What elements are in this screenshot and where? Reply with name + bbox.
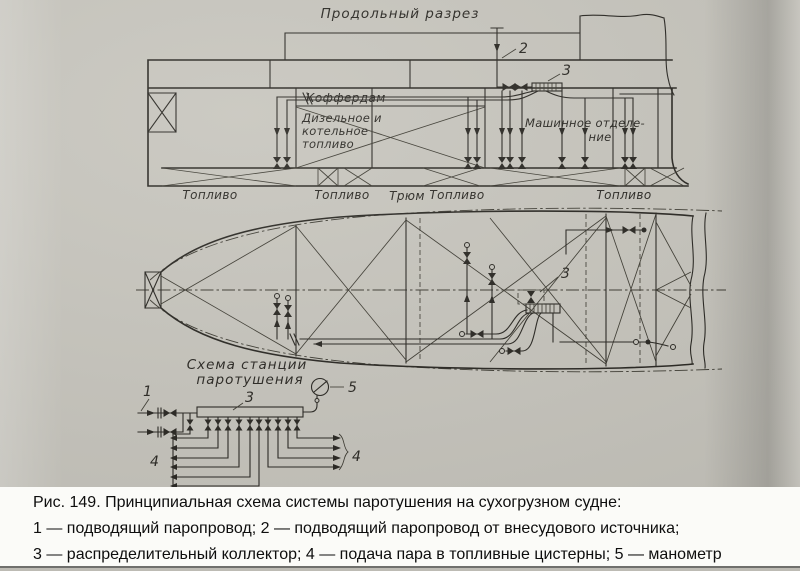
- supply-pipe-2: [490, 27, 533, 88]
- valve-icon: [284, 305, 292, 317]
- page-bottom-edge: [0, 568, 800, 571]
- hold-label: Трюм: [389, 189, 425, 203]
- distribution-manifold-section: [531, 82, 563, 92]
- manifold-plan-hatch: [529, 304, 555, 313]
- station-title: паротушения: [196, 372, 303, 388]
- figure-drawing: Продольный разрез 2 3 Коффердам Дизельно…: [136, 6, 726, 487]
- valve-icon: [507, 347, 521, 355]
- right-group-brace: [338, 433, 349, 471]
- valve-icon: [514, 83, 528, 91]
- plan-bulkheads-dashed: [419, 214, 641, 366]
- cofferdam-label: Коффердам: [306, 91, 386, 105]
- flange-circle: [489, 264, 495, 270]
- valve-icon: [488, 273, 496, 285]
- tank-supply-arrows: [170, 435, 341, 487]
- station-callout-4-right: 4: [352, 449, 361, 465]
- station-schema: Схема станции паротушения 5 1 3 4 4: [137, 357, 361, 487]
- fuel-tank-label: Топливо: [429, 188, 484, 202]
- inlet-flow-arrows: [147, 410, 155, 435]
- valve-icon: [470, 330, 484, 338]
- diesel-tank-label: Дизельное и: [301, 111, 382, 125]
- flange-circle: [670, 344, 676, 350]
- flange-circle: [285, 295, 291, 301]
- station-callout-3: 3: [245, 390, 254, 406]
- outlet-pipes: [172, 412, 334, 487]
- manifold-hatch: [535, 83, 557, 91]
- valve-icon: [463, 252, 471, 264]
- diesel-tank-label: котельное: [302, 124, 368, 138]
- station-callout-4-left: 4: [150, 454, 159, 470]
- plan-callout-3: 3: [561, 266, 570, 282]
- callout-3-leader: [547, 73, 561, 82]
- superstructure: [269, 13, 675, 96]
- fuel-tank-label: Топливо: [182, 188, 237, 202]
- gauge-flange: [314, 398, 320, 403]
- stern-transom: [144, 271, 162, 309]
- plan-bulkheads: [295, 212, 657, 367]
- engine-room-label: ние: [589, 130, 612, 144]
- pressure-gauge-icon: [310, 377, 330, 397]
- flange-circle: [274, 293, 280, 299]
- plan-steam-pipes: [276, 229, 669, 352]
- caption-line-2: 1 — подводящий паропровод; 2 — подводящи…: [33, 520, 680, 537]
- callout-2: 2: [519, 41, 528, 57]
- gauge-pipe: [302, 395, 318, 413]
- callout-3: 3: [562, 63, 571, 79]
- hull-outer-dashdot: [149, 207, 723, 373]
- valve-icon: [527, 291, 535, 303]
- page-bottom-rule: [0, 566, 800, 568]
- fuel-tank-label: Топливо: [314, 188, 369, 202]
- engine-room-label: Машинное отделе-: [525, 116, 645, 130]
- valve-dashed-box: [517, 289, 545, 305]
- valve-icon: [163, 409, 177, 417]
- gauge-needle: [313, 380, 328, 393]
- station-title: Схема станции: [187, 357, 308, 373]
- section-title: Продольный разрез: [321, 6, 480, 22]
- diesel-tank-label: топливо: [302, 137, 354, 151]
- flange-circle: [464, 242, 470, 248]
- bulkheads: [295, 87, 659, 169]
- valve-icon: [273, 303, 281, 315]
- plan-flow-arrows: [274, 227, 614, 347]
- plan-callout-3-leader: [539, 276, 559, 293]
- tank-cross-bracing: [161, 106, 685, 187]
- plan-cross-bracing: [160, 213, 692, 365]
- flange-circle: [499, 348, 505, 354]
- flange-circle: [459, 331, 465, 337]
- valve-icon: [622, 226, 636, 234]
- caption-line-3: 3 — распределительный коллектор; 4 — под…: [33, 546, 722, 563]
- caption-line-1: Рис. 149. Принципиальная схема системы п…: [33, 494, 622, 511]
- hull-plan-outline: [159, 210, 694, 370]
- pipe-2-flow-arrow: [494, 44, 500, 52]
- valve-icon: [163, 428, 177, 436]
- stern-cross-box: [147, 92, 177, 133]
- longitudinal-section: Продольный разрез 2 3 Коффердам Дизельно…: [147, 6, 690, 203]
- flange-circle: [633, 339, 639, 345]
- pipe-end-dot: [645, 339, 651, 345]
- pipe-end-dot: [641, 227, 647, 233]
- figure-caption: Рис. 149. Принципиальная схема системы п…: [0, 487, 800, 566]
- station-callout-1: 1: [143, 384, 152, 400]
- outlet-valve-symbols: [186, 419, 301, 431]
- station-callout-5: 5: [348, 380, 357, 396]
- distribution-manifold: [196, 406, 304, 418]
- fuel-tank-label: Топливо: [596, 188, 651, 202]
- callout-1-leader: [140, 398, 150, 412]
- callout-2-leader: [501, 48, 517, 59]
- plan-view: 3: [136, 207, 726, 373]
- valve-icon: [502, 83, 516, 91]
- callout-3-leader-station: [232, 402, 244, 411]
- bow-break-lines: [689, 212, 707, 369]
